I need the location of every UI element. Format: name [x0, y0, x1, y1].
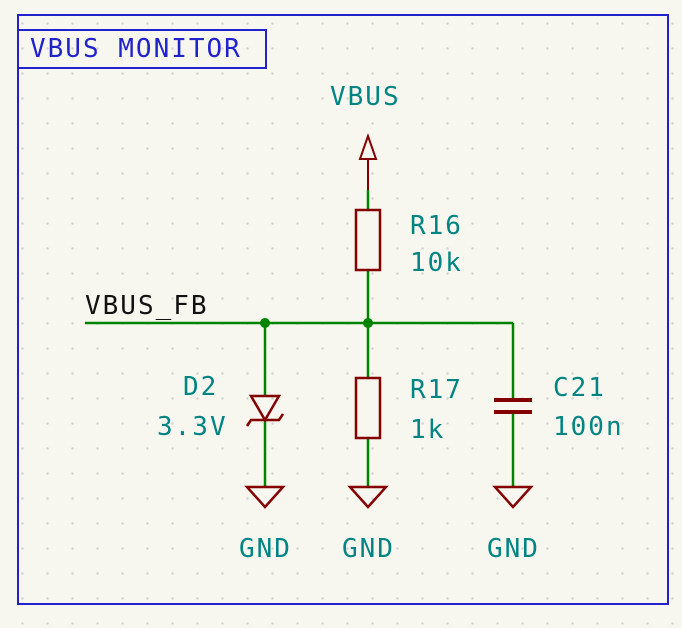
resistor-r17-symbol[interactable] [354, 376, 382, 440]
vbus-arrow-icon [358, 132, 378, 160]
vbus-power-symbol[interactable] [358, 132, 378, 190]
power-label-vbus[interactable]: VBUS [330, 82, 401, 112]
gnd-symbol[interactable] [492, 485, 534, 509]
zener-d2-symbol[interactable] [245, 394, 285, 427]
junction-dot[interactable] [363, 318, 373, 328]
title-box [17, 29, 267, 69]
sheet-border [17, 14, 669, 605]
sheet-title[interactable]: VBUS MONITOR [30, 34, 242, 64]
wires [85, 190, 515, 487]
c21-value[interactable]: 100n [553, 412, 624, 442]
capacitor-c21-symbol[interactable] [494, 398, 532, 414]
junction-dot[interactable] [260, 318, 270, 328]
gnd-symbol[interactable] [244, 485, 286, 509]
resistor-r16-symbol[interactable] [354, 208, 382, 272]
gnd-label[interactable]: GND [239, 534, 292, 564]
net-label-vbus-fb[interactable]: VBUS_FB [85, 291, 209, 321]
d2-value[interactable]: 3.3V [157, 412, 228, 442]
gnd-label[interactable]: GND [487, 534, 540, 564]
c21-reference[interactable]: C21 [553, 373, 606, 403]
r17-value[interactable]: 1k [410, 415, 446, 445]
r16-value[interactable]: 10k [410, 248, 463, 278]
d2-reference[interactable]: D2 [183, 372, 219, 402]
gnd-label[interactable]: GND [342, 534, 395, 564]
r16-reference[interactable]: R16 [410, 211, 463, 241]
r17-reference[interactable]: R17 [410, 375, 463, 405]
gnd-symbol[interactable] [347, 485, 389, 509]
